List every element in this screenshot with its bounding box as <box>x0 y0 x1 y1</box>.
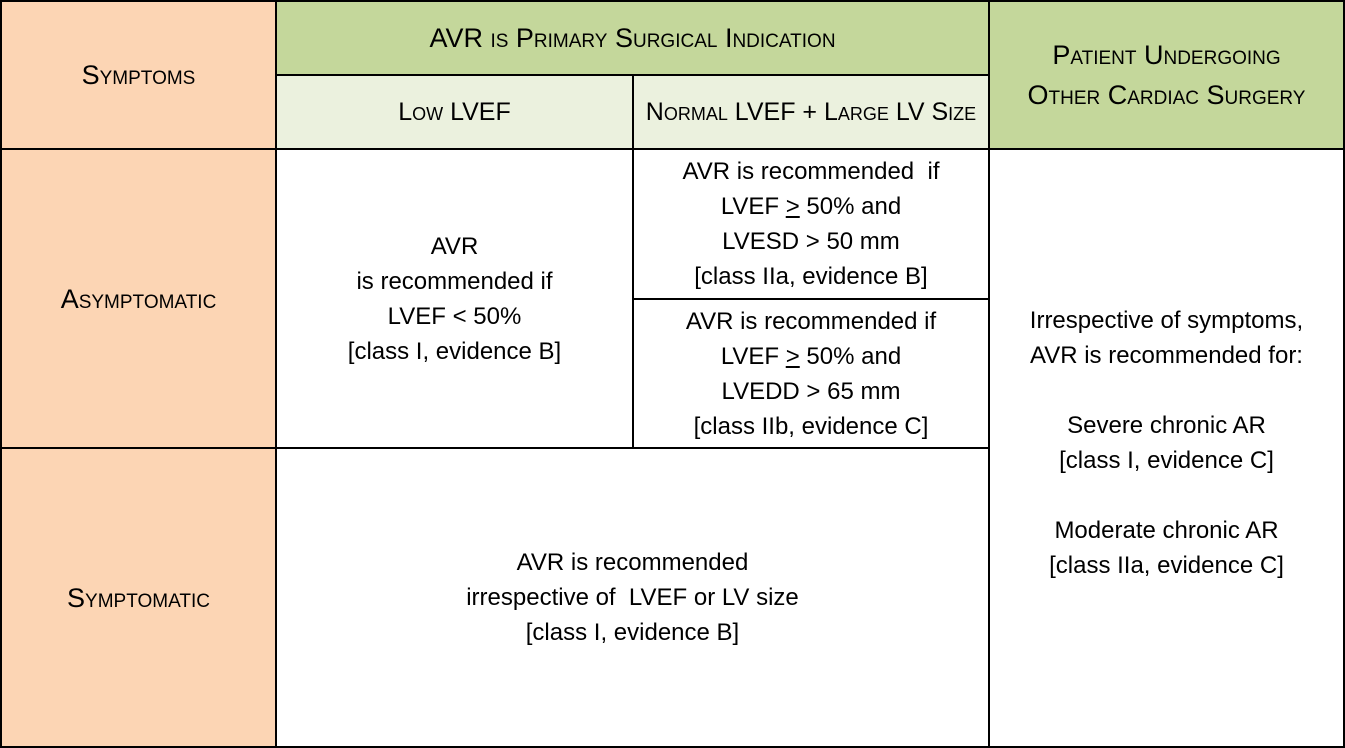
lvef-prefix: LVEF <box>720 342 786 370</box>
cell-line: LVESD > 50 mm <box>722 228 900 255</box>
symptomatic-label: Symptomatic <box>67 582 210 613</box>
cell-line: LVEF > 50% and <box>721 189 901 224</box>
cell-line: Moderate chronic AR <box>1054 517 1279 544</box>
other-surgery-header: Patient Undergoing Other Cardiac Surgery <box>988 0 1345 150</box>
cell-line: is recommended if <box>356 267 553 295</box>
cell-line: Irrespective of symptoms, <box>1029 307 1304 334</box>
cell-line: AVR is recommended if <box>685 307 937 335</box>
cell-line: [class IIa, evidence B] <box>694 263 928 290</box>
symptoms-header: Symptoms <box>0 0 277 150</box>
other-surgery-header-line2: Other Cardiac Surgery <box>1027 80 1306 110</box>
cell-line: [class I, evidence B] <box>525 619 740 646</box>
cell-line: LVEF < 50% <box>387 302 522 330</box>
asymptomatic-label: Asymptomatic <box>60 283 217 314</box>
asymptomatic-low-lvef-cell: AVR is recommended if LVEF < 50% [class … <box>275 148 634 449</box>
asymptomatic-row-header: Asymptomatic <box>0 148 277 449</box>
cell-line: AVR is recommended for: <box>1029 342 1303 369</box>
cell-line: LVEF > 50% and <box>721 339 901 374</box>
normal-lvef-subheader: Normal LVEF + Large LV Size <box>632 74 990 150</box>
greater-equal-symbol: > <box>785 342 800 370</box>
lvef-suffix: 50% and <box>799 193 902 220</box>
cell-line: Severe chronic AR <box>1067 412 1266 439</box>
avr-primary-header-label: AVR is Primary Surgical Indication <box>429 23 836 53</box>
asymptomatic-lvedd-cell: AVR is recommended if LVEF > 50% and LVE… <box>632 298 990 449</box>
symptomatic-row-header: Symptomatic <box>0 447 277 748</box>
avr-primary-header: AVR is Primary Surgical Indication <box>275 0 990 76</box>
cell-line: AVR is recommended <box>516 549 749 576</box>
cell-line: AVR is recommended if <box>682 158 940 185</box>
cell-line: [class IIa, evidence C] <box>1049 552 1284 579</box>
low-lvef-subheader: Low LVEF <box>275 74 634 150</box>
cell-line: [class I, evidence C] <box>1059 447 1274 474</box>
cell-line: AVR <box>430 232 479 260</box>
lvef-prefix: LVEF <box>720 193 786 220</box>
cell-line: [class I, evidence B] <box>347 337 562 365</box>
symptomatic-cell: AVR is recommended irrespective of LVEF … <box>275 447 990 748</box>
low-lvef-label: Low LVEF <box>398 97 511 126</box>
cell-line: LVEDD > 65 mm <box>721 377 901 405</box>
normal-lvef-label: Normal LVEF + Large LV Size <box>645 97 977 126</box>
lvef-suffix: 50% and <box>799 342 902 370</box>
other-surgery-header-line1: Patient Undergoing <box>1052 40 1281 70</box>
cell-line: irrespective of LVEF or LV size <box>466 584 799 611</box>
asymptomatic-lvesd-cell: AVR is recommended if LVEF > 50% and LVE… <box>632 148 990 300</box>
other-surgery-cell: Irrespective of symptoms, AVR is recomme… <box>988 148 1345 748</box>
cell-line: [class IIb, evidence C] <box>693 412 929 440</box>
greater-equal-symbol: > <box>785 193 800 220</box>
symptoms-header-label: Symptoms <box>81 60 196 90</box>
